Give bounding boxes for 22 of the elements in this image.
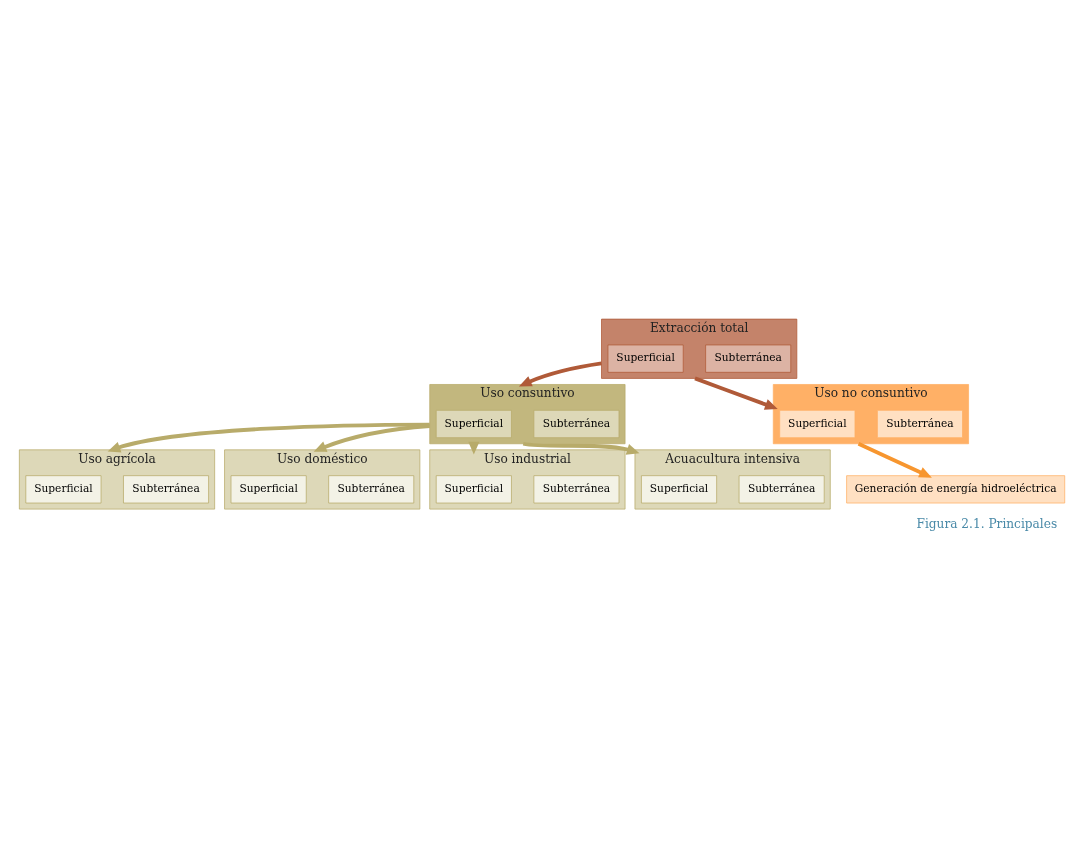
node-box: Superficial xyxy=(607,344,684,373)
node-box: Superficial xyxy=(779,409,856,438)
node-box: Subterránea xyxy=(738,474,825,503)
node-box: Subterránea xyxy=(533,409,620,438)
arrow xyxy=(518,361,602,386)
node-box: Subterránea xyxy=(123,474,209,503)
node-box: Superficial xyxy=(641,474,718,503)
node-box: Superficial xyxy=(230,474,307,503)
node-box: Subterránea xyxy=(877,409,963,438)
node-box: Generación de energía hidroeléctrica xyxy=(846,474,1066,503)
arrow xyxy=(857,441,932,478)
caption: Figura 2.1. Principales xyxy=(916,516,1058,531)
node-box: Subterránea xyxy=(705,344,792,373)
arrow xyxy=(313,423,430,452)
node-box: Superficial xyxy=(435,409,512,438)
arrow xyxy=(107,422,430,452)
node-box: Subterránea xyxy=(328,474,415,503)
arrow xyxy=(694,376,778,410)
node-box: Superficial xyxy=(25,474,102,503)
node-box: Superficial xyxy=(435,474,512,503)
node-box: Subterránea xyxy=(533,474,620,503)
arrow xyxy=(522,441,640,455)
